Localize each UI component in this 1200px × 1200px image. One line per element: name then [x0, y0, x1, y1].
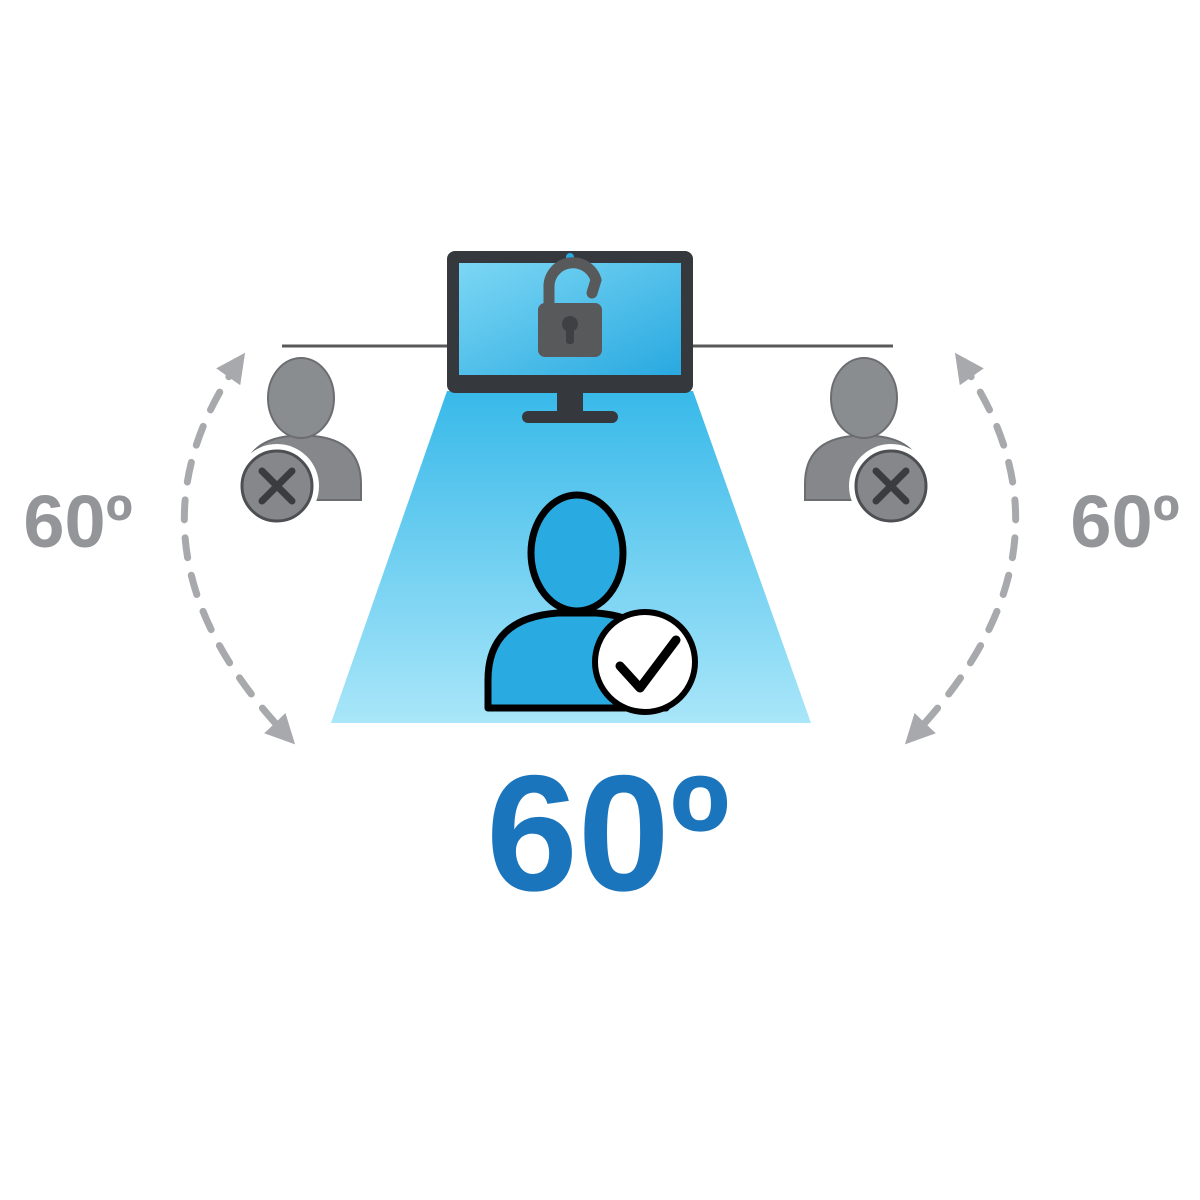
cross-icon [849, 444, 933, 528]
dashed-arc-arrow-left [180, 352, 296, 745]
keyhole-icon [562, 316, 578, 332]
padlock-shackle [543, 257, 602, 309]
open-padlock-icon [538, 257, 602, 357]
dashed-arc-arrow-right [904, 352, 1020, 745]
person-check-icon [484, 491, 698, 715]
blocked-person-head [830, 357, 898, 439]
cross-stroke-2 [872, 467, 910, 505]
blocked-person-head [267, 357, 335, 439]
angle-label-bottom: 60º [486, 741, 730, 925]
check-mark [615, 635, 681, 693]
monitor-neck [557, 393, 583, 415]
check-icon [592, 609, 698, 715]
keyhole-slot [566, 328, 574, 344]
person-cross-icon-right [804, 357, 933, 528]
monitor-base [522, 411, 618, 423]
angle-label-right: 60º [1070, 480, 1179, 563]
check-circle [592, 609, 698, 715]
monitor-icon [447, 251, 693, 423]
allowed-person-head [527, 491, 627, 615]
person-cross-icon-left [235, 357, 362, 528]
cross-icon [235, 444, 319, 528]
angle-label-left: 60º [23, 480, 132, 563]
